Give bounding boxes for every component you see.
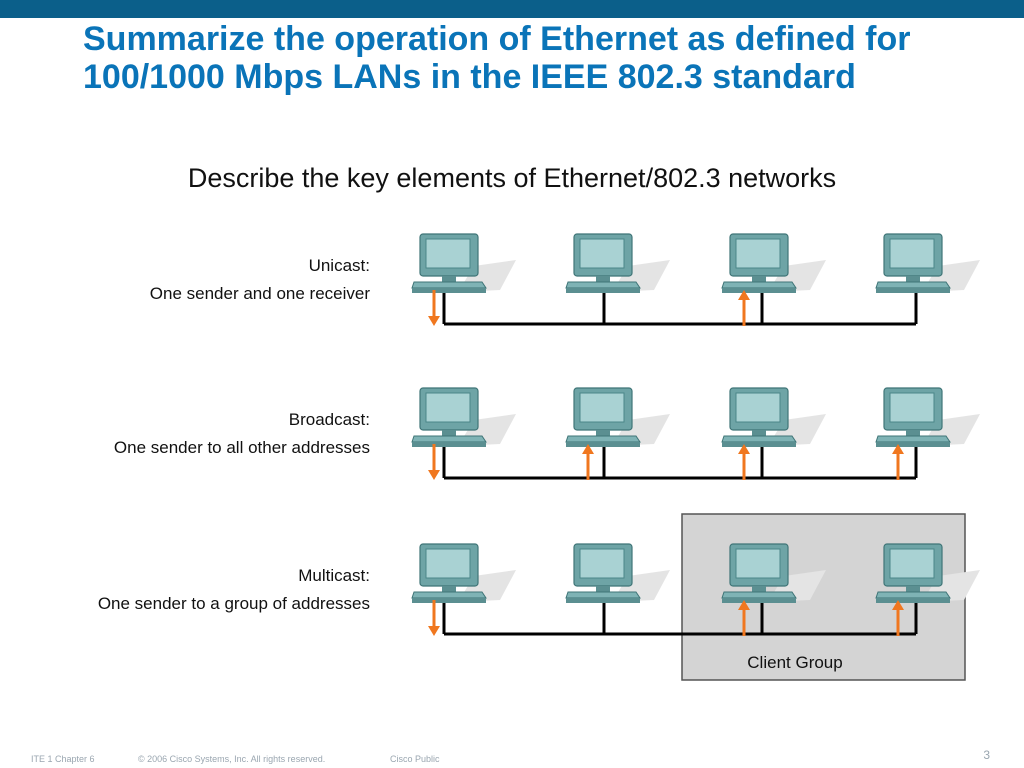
row-name-label: Unicast: [309,256,370,275]
footer-classification: Cisco Public [390,754,440,764]
slide-subtitle: Describe the key elements of Ethernet/80… [187,163,837,193]
arrow-up-icon [892,444,904,480]
computer-icon [721,233,826,293]
arrow-down-icon [428,444,440,480]
page-number: 3 [983,748,990,762]
computer-icon [565,233,670,293]
client-group-label: Client Group [747,653,842,672]
computer-icon [565,543,670,603]
footer-copyright: © 2006 Cisco Systems, Inc. All rights re… [138,754,326,764]
arrow-up-icon [582,444,594,480]
computer-icon [721,543,826,603]
arrow-up-icon [738,600,750,636]
top-brand-bar [0,0,1024,18]
row-description-label: One sender to a group of addresses [98,594,370,613]
computer-icon [721,387,826,447]
arrow-up-icon [738,444,750,480]
computer-icon [565,387,670,447]
row-name-label: Broadcast: [289,410,370,429]
footer-chapter: ITE 1 Chapter 6 [31,754,95,764]
arrow-down-icon [428,290,440,326]
row-description-label: One sender and one receiver [150,284,371,303]
computer-icon [411,387,516,447]
arrow-down-icon [428,600,440,636]
computer-icon [411,543,516,603]
computer-icon [875,387,980,447]
arrow-up-icon [892,600,904,636]
row-description-label: One sender to all other addresses [114,438,370,457]
computer-icon [875,233,980,293]
computer-icon [411,233,516,293]
slide-title: Summarize the operation of Ethernet as d… [83,20,911,96]
computer-icon [875,543,980,603]
row-name-label: Multicast: [298,566,370,585]
arrow-up-icon [738,290,750,326]
